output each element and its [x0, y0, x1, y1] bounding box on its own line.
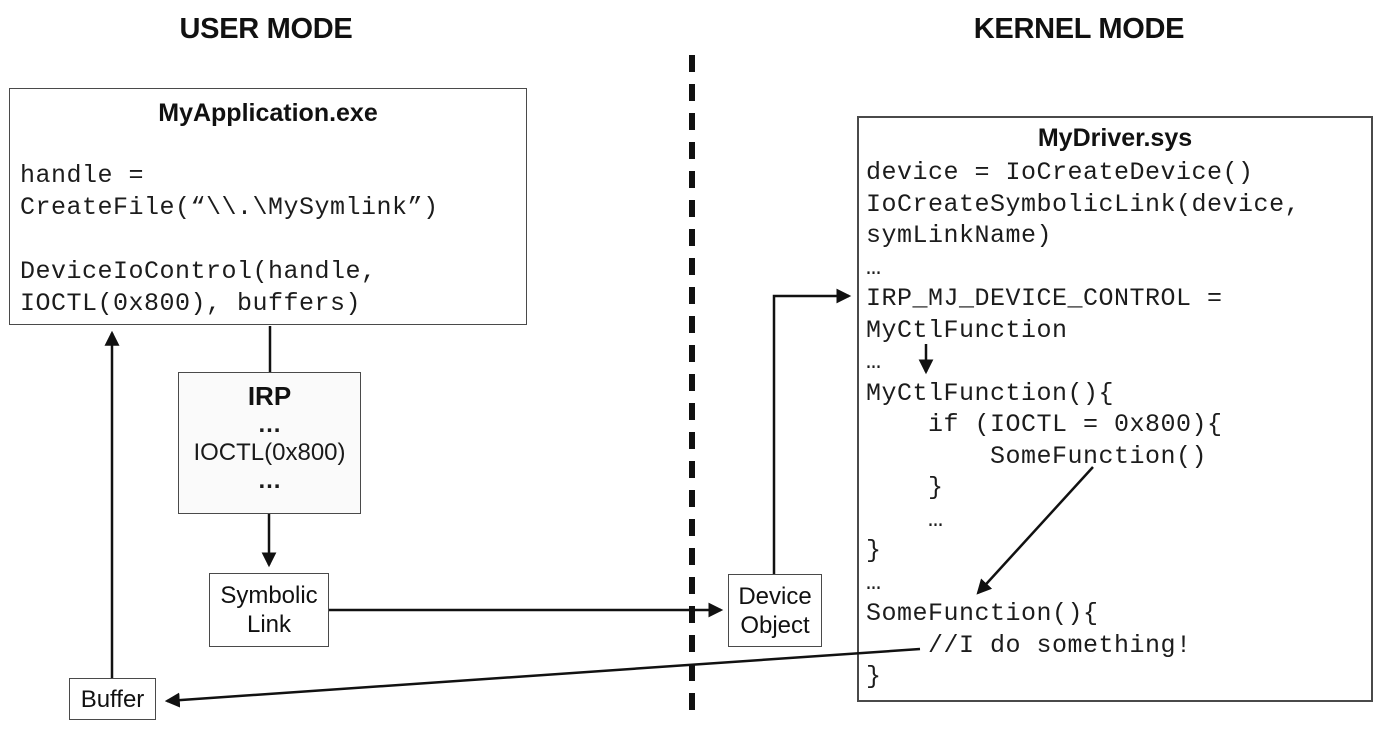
symbolic-link-label-line2: Link — [246, 611, 292, 638]
code-line: MyCtlFunction — [866, 315, 1068, 345]
my-driver-title: MyDriver.sys — [1037, 124, 1193, 152]
my-application-title: MyApplication.exe — [158, 99, 378, 127]
code-line: IOCTL(0x800), buffers) — [20, 289, 362, 318]
buffer-label: Buffer — [80, 685, 145, 713]
user-mode-heading: USER MODE — [179, 13, 353, 45]
code-line: handle = — [20, 161, 145, 190]
my-driver-code: device = IoCreateDevice()IoCreateSymboli… — [866, 157, 1366, 693]
driver-result-to-buffer-arrow — [164, 647, 921, 708]
device-object-box: Device Object — [728, 574, 822, 647]
device-object-label-line2: Object — [740, 611, 810, 639]
kernel-mode-heading: KERNEL MODE — [973, 13, 1185, 45]
code-line: … — [866, 567, 882, 597]
code-line: … — [866, 504, 944, 534]
code-line: SomeFunction(){ — [866, 599, 1099, 628]
code-line: if (IOCTL = 0x800){ — [866, 410, 1223, 439]
code-line: CreateFile(“\\.\MySymlink”) — [20, 193, 439, 222]
irp-ellipsis: … — [257, 467, 282, 494]
code-line: } — [866, 536, 882, 565]
symbolic-link-label-line1: Symbolic — [220, 582, 318, 609]
buffer-box: Buffer — [69, 678, 156, 720]
code-line: } — [866, 473, 944, 502]
device-object-label-line1: Device — [738, 582, 812, 610]
my-application-box: MyApplication.exe — [9, 88, 527, 325]
device-object-to-driver-dispatch-arrow — [772, 288, 852, 574]
code-line: symLinkName) — [866, 221, 1053, 250]
code-line: } — [866, 662, 882, 691]
my-driver-box: MyDriver.sys — [857, 116, 1373, 702]
code-line — [20, 224, 520, 256]
code-line: MyCtlFunction(){ — [866, 378, 1115, 408]
symbolic-link-box: Symbolic Link — [209, 573, 329, 647]
code-line: SomeFunction() — [866, 441, 1208, 471]
irp-ellipsis: … — [257, 411, 282, 438]
irp-box: IRP … IOCTL(0x800) … — [178, 372, 361, 514]
irp-title: IRP — [247, 381, 292, 411]
my-application-code: handle = CreateFile(“\\.\MySymlink”) Devic… — [20, 160, 520, 320]
code-line: IRP_MJ_DEVICE_CONTROL = — [866, 284, 1223, 313]
irp-ioctl-label: IOCTL(0x800) — [193, 439, 346, 466]
code-line: device = IoCreateDevice() — [866, 158, 1254, 187]
code-line: //I do something! — [866, 630, 1192, 660]
code-line: … — [866, 252, 882, 282]
code-line: DeviceIoControl(handle, — [20, 257, 377, 286]
code-line: IoCreateSymbolicLink(device, — [866, 189, 1301, 219]
code-line: … — [866, 347, 882, 376]
